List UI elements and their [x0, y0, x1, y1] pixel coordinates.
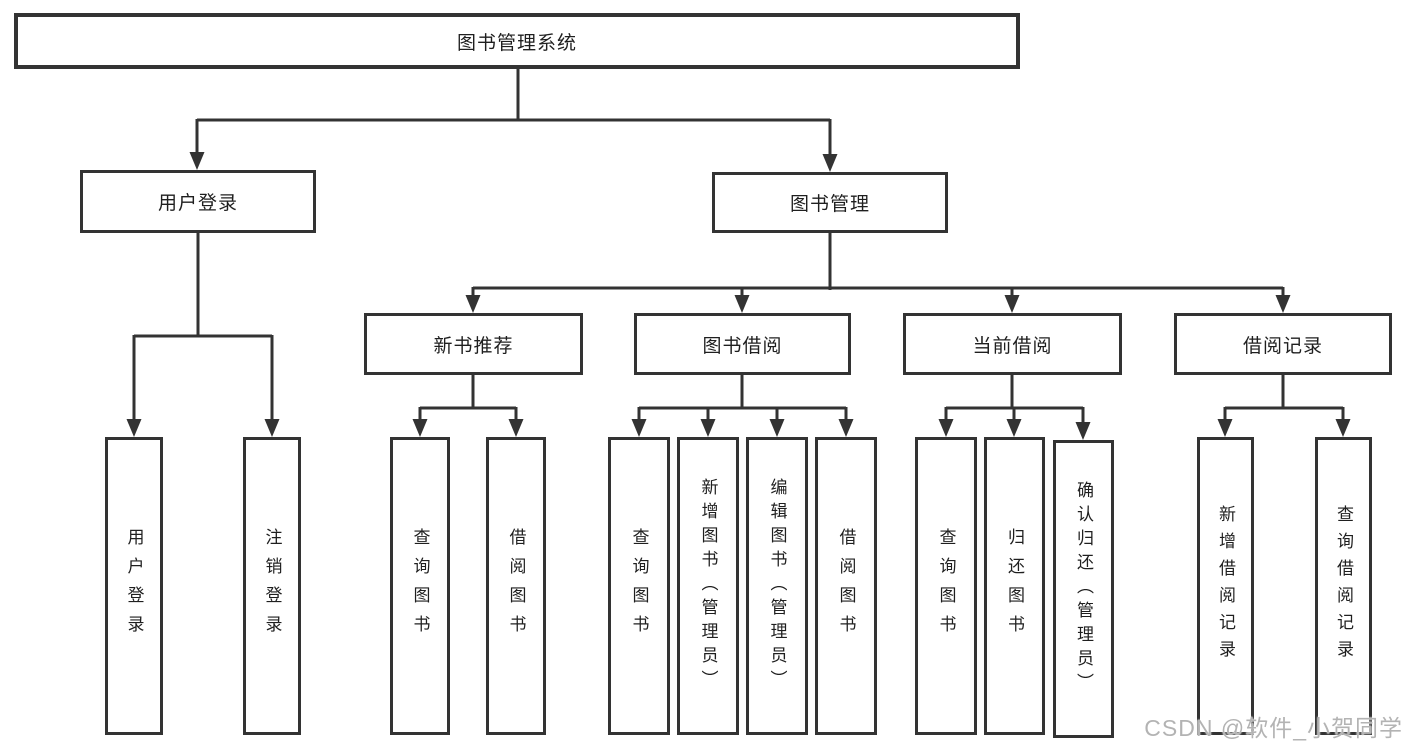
leaf-borrow-book-1-label: 借阅图书 [506, 528, 526, 644]
node-current-borrow: 当前借阅 [903, 313, 1122, 375]
leaf-add-borrow-record-label: 新增借阅记录 [1216, 505, 1235, 667]
leaf-add-book-admin: 新增图书（管理员） [677, 437, 739, 735]
leaf-query-book-1-label: 查询图书 [410, 528, 430, 644]
node-book-borrow: 图书借阅 [634, 313, 851, 375]
node-borrow-records: 借阅记录 [1174, 313, 1392, 375]
leaf-query-book-2: 查询图书 [608, 437, 670, 735]
watermark: CSDN @软件_小贺同学 [1144, 715, 1403, 741]
leaf-add-borrow-record: 新增借阅记录 [1197, 437, 1254, 735]
leaf-logout: 注销登录 [243, 437, 301, 735]
leaf-user-login: 用户登录 [105, 437, 163, 735]
leaf-query-borrow-record-label: 查询借阅记录 [1334, 505, 1353, 667]
leaf-confirm-return-admin-label: 确认归还（管理员） [1074, 481, 1093, 697]
leaf-user-login-label: 用户登录 [124, 528, 144, 644]
node-book-management-label: 图书管理 [789, 194, 870, 215]
node-user-login: 用户登录 [80, 170, 316, 233]
leaf-add-book-admin-label: 新增图书（管理员） [698, 478, 718, 694]
leaf-query-book-1: 查询图书 [390, 437, 450, 735]
node-book-borrow-label: 图书借阅 [702, 335, 783, 357]
node-current-borrow-label: 当前借阅 [972, 335, 1053, 357]
node-borrow-records-label: 借阅记录 [1242, 335, 1323, 357]
leaf-query-book-2-label: 查询图书 [629, 528, 649, 644]
node-new-book-recommend-label: 新书推荐 [433, 335, 514, 357]
leaf-query-book-3: 查询图书 [915, 437, 977, 735]
leaf-return-book-label: 归还图书 [1005, 528, 1024, 644]
node-book-management: 图书管理 [712, 172, 948, 233]
leaf-borrow-book-2-label: 借阅图书 [836, 528, 856, 644]
leaf-logout-label: 注销登录 [262, 528, 282, 644]
leaf-borrow-book-1: 借阅图书 [486, 437, 546, 735]
leaf-edit-book-admin-label: 编辑图书（管理员） [767, 478, 787, 694]
node-root-label: 图书管理系统 [456, 32, 577, 54]
leaf-query-borrow-record: 查询借阅记录 [1315, 437, 1372, 735]
leaf-edit-book-admin: 编辑图书（管理员） [746, 437, 808, 735]
leaf-return-book: 归还图书 [984, 437, 1045, 735]
leaf-borrow-book-2: 借阅图书 [815, 437, 877, 735]
node-user-login-label: 用户登录 [157, 193, 238, 214]
node-new-book-recommend: 新书推荐 [364, 313, 583, 375]
leaf-confirm-return-admin: 确认归还（管理员） [1053, 440, 1114, 738]
leaf-query-book-3-label: 查询图书 [936, 528, 956, 644]
node-root: 图书管理系统 [14, 13, 1020, 69]
